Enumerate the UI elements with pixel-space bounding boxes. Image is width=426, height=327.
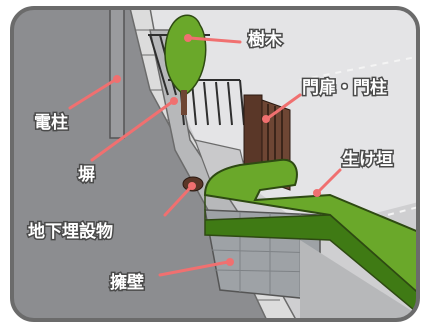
label-tree: 樹木 [248, 29, 283, 50]
leader-lines [68, 34, 342, 277]
label-fence: 塀 [78, 165, 95, 185]
label-retaining-wall: 擁壁 [110, 272, 144, 293]
label-buried: 地下埋設物 [28, 221, 113, 242]
dotted-line [299, 54, 418, 81]
hedge [203, 158, 418, 320]
label-pole: 電柱 [34, 112, 68, 133]
label-gate: 門扉・門柱 [302, 77, 387, 98]
utility-pole [109, 8, 125, 139]
frame-border [10, 6, 420, 322]
tree [164, 14, 207, 115]
label-hedge: 生け垣 [342, 149, 393, 170]
road [12, 8, 270, 320]
